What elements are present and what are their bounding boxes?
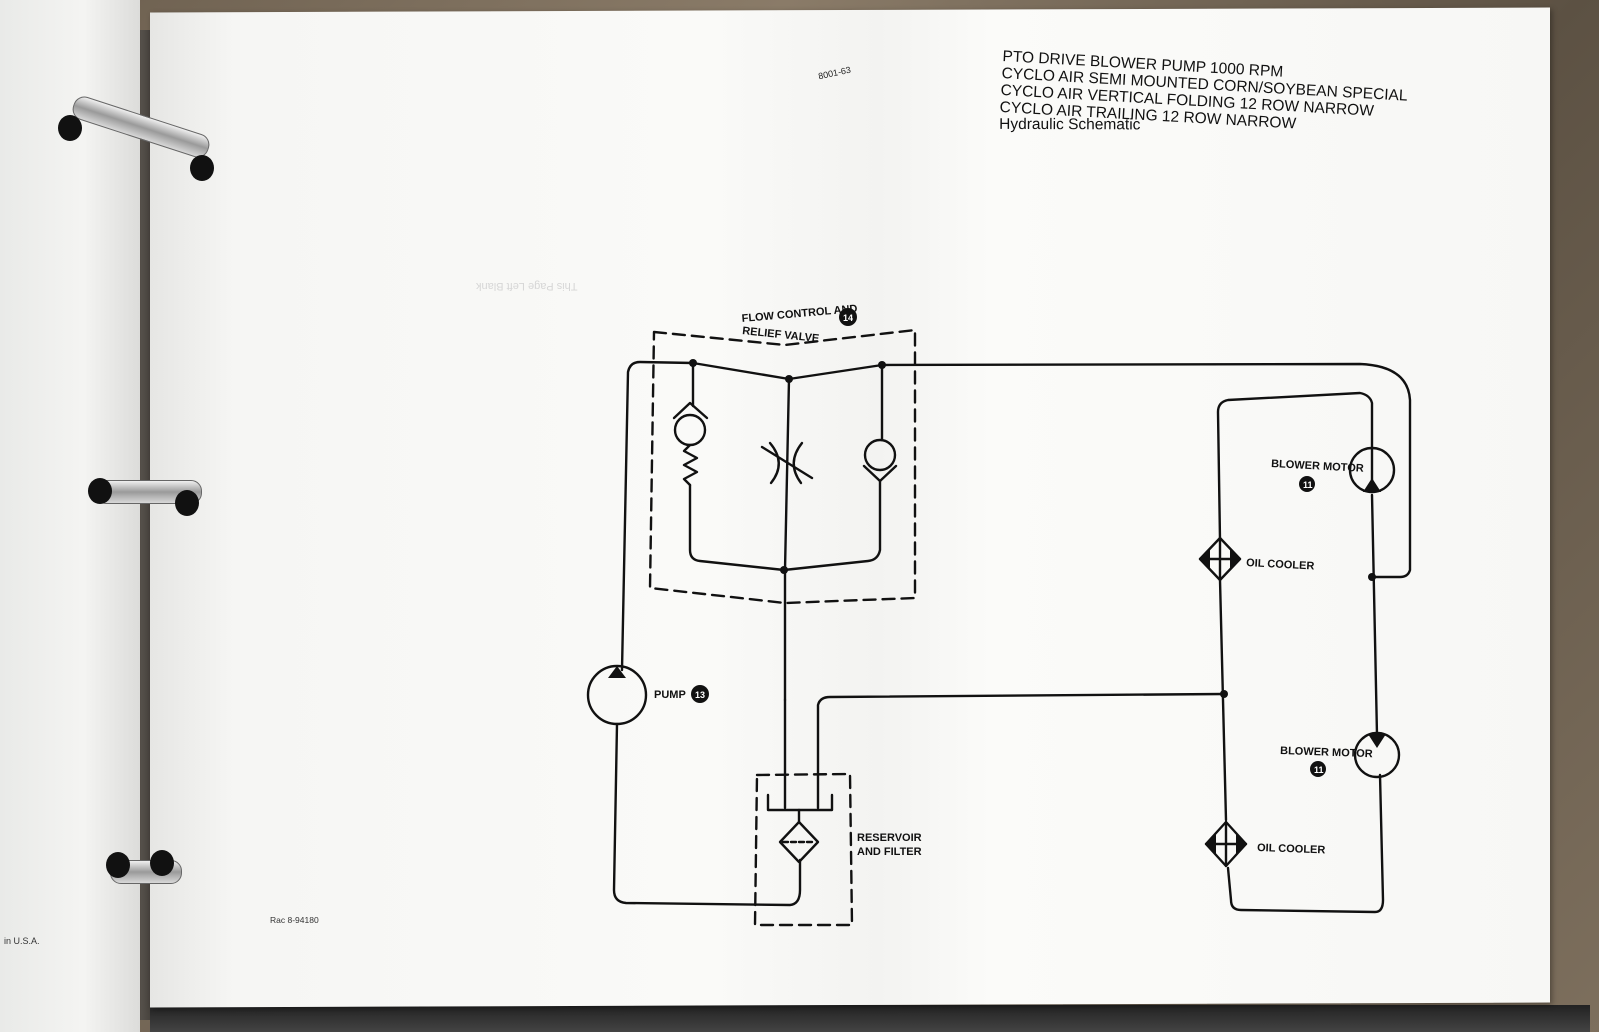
callout-number: 11 bbox=[1303, 480, 1313, 490]
ring-cap bbox=[58, 115, 82, 141]
binder-cover-edge bbox=[150, 1005, 1590, 1032]
ring-cap bbox=[150, 850, 174, 876]
cooler-lower-arrow-right bbox=[1236, 834, 1246, 854]
motor-upper-arrow bbox=[1363, 478, 1381, 492]
cooler-upper-arrow-left bbox=[1200, 549, 1210, 569]
reservoir-label: AND FILTER bbox=[857, 846, 922, 858]
junction-dot bbox=[1220, 690, 1228, 698]
relief-spring bbox=[682, 443, 699, 487]
cooler-loop bbox=[1216, 391, 1374, 542]
callout-number: 14 bbox=[843, 313, 853, 323]
callout-number: 13 bbox=[695, 690, 705, 700]
callout-badge bbox=[691, 685, 709, 703]
relief-return bbox=[688, 483, 786, 572]
pump-label: PUMP bbox=[654, 689, 686, 701]
callout-number: 11 bbox=[1314, 765, 1324, 775]
relief-seat bbox=[672, 401, 709, 420]
motor-lower-arrow bbox=[1368, 734, 1386, 748]
cooler-return bbox=[1226, 773, 1385, 914]
cooler-upper-arrow-right bbox=[1230, 549, 1240, 569]
cooler-lower-arrow-left bbox=[1206, 834, 1216, 854]
check-seat bbox=[862, 464, 898, 483]
ring-cap bbox=[190, 155, 214, 181]
reservoir-boundary bbox=[753, 772, 854, 927]
pump-arrow bbox=[608, 666, 626, 678]
callout-badge bbox=[839, 308, 857, 326]
ring-cap bbox=[175, 490, 199, 516]
relief-check-ball bbox=[673, 413, 707, 447]
cooler-line bbox=[1218, 578, 1228, 822]
blower-motor-label: BLOWER MOTOR bbox=[1280, 745, 1373, 760]
return-line-b bbox=[816, 692, 1226, 810]
reservoir-label: RESERVOIR bbox=[857, 832, 922, 844]
filter-symbol bbox=[778, 820, 820, 864]
check-ball bbox=[863, 438, 897, 472]
throttle-arc-right bbox=[792, 441, 804, 485]
flow-control-boundary bbox=[648, 328, 917, 605]
footer-code: Rac 8-94180 bbox=[270, 915, 319, 925]
oil-cooler-label: OIL COOLER bbox=[1246, 557, 1315, 573]
oil-cooler-label: OIL COOLER bbox=[1257, 842, 1326, 856]
throttle-adjust-arrow bbox=[760, 445, 814, 480]
ring-cap bbox=[88, 478, 112, 504]
junction-dot bbox=[689, 359, 697, 367]
blower-motor-label: BLOWER MOTOR bbox=[1271, 458, 1364, 475]
throttle-line bbox=[783, 377, 791, 702]
junction-dot bbox=[785, 375, 793, 383]
throttle-arc-left bbox=[768, 441, 780, 485]
blower-motor-lower-symbol bbox=[1353, 731, 1401, 779]
motor-line bbox=[1370, 493, 1379, 737]
junction-dot bbox=[1368, 573, 1376, 581]
junction-dot bbox=[780, 566, 788, 574]
callout-badge bbox=[1299, 476, 1315, 492]
check-return bbox=[782, 479, 882, 572]
callout-badge bbox=[1310, 761, 1326, 777]
reservoir-tank bbox=[766, 793, 834, 812]
junction-dot bbox=[878, 361, 886, 369]
pressure-line bbox=[620, 360, 1412, 672]
left-page-footer: in U.S.A. bbox=[4, 936, 40, 946]
pump-suction-line bbox=[612, 722, 802, 907]
ring-cap bbox=[106, 852, 130, 878]
